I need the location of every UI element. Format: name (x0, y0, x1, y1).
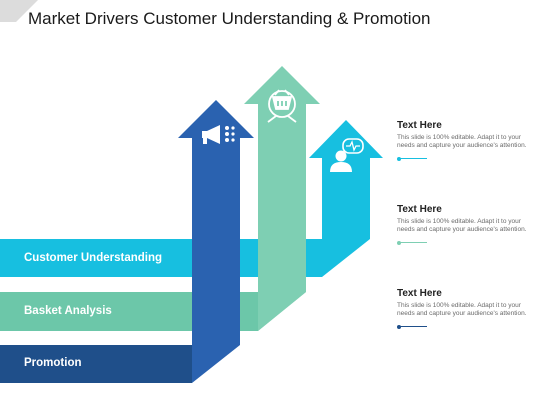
text-block-body: This slide is 100% editable. Adapt it to… (397, 302, 527, 318)
arrow-blue (178, 100, 254, 383)
accent-line (397, 240, 427, 246)
text-block-1: Text Here This slide is 100% editable. A… (397, 120, 532, 162)
band-label-promotion: Promotion (24, 357, 82, 369)
text-block-2: Text Here This slide is 100% editable. A… (397, 204, 532, 246)
page-title: Market Drivers Customer Understanding & … (28, 9, 431, 28)
basket-icon (267, 89, 297, 123)
band-customer-understanding (0, 239, 322, 277)
arrow-mint (244, 66, 320, 331)
accent-line (397, 156, 427, 162)
accent-line (397, 324, 427, 330)
text-block-3: Text Here This slide is 100% editable. A… (397, 288, 532, 330)
corner-decoration (0, 0, 38, 22)
band-promotion (0, 345, 192, 383)
text-block-body: This slide is 100% editable. Adapt it to… (397, 134, 527, 150)
text-block-heading: Text Here (397, 120, 442, 131)
text-block-heading: Text Here (397, 288, 442, 299)
text-block-body: This slide is 100% editable. Adapt it to… (397, 218, 527, 234)
megaphone-icon (202, 125, 235, 144)
text-block-heading: Text Here (397, 204, 442, 215)
user-heartbeat-icon (330, 138, 364, 172)
band-label-customer-understanding: Customer Understanding (24, 252, 163, 264)
band-label-basket-analysis: Basket Analysis (24, 305, 112, 317)
